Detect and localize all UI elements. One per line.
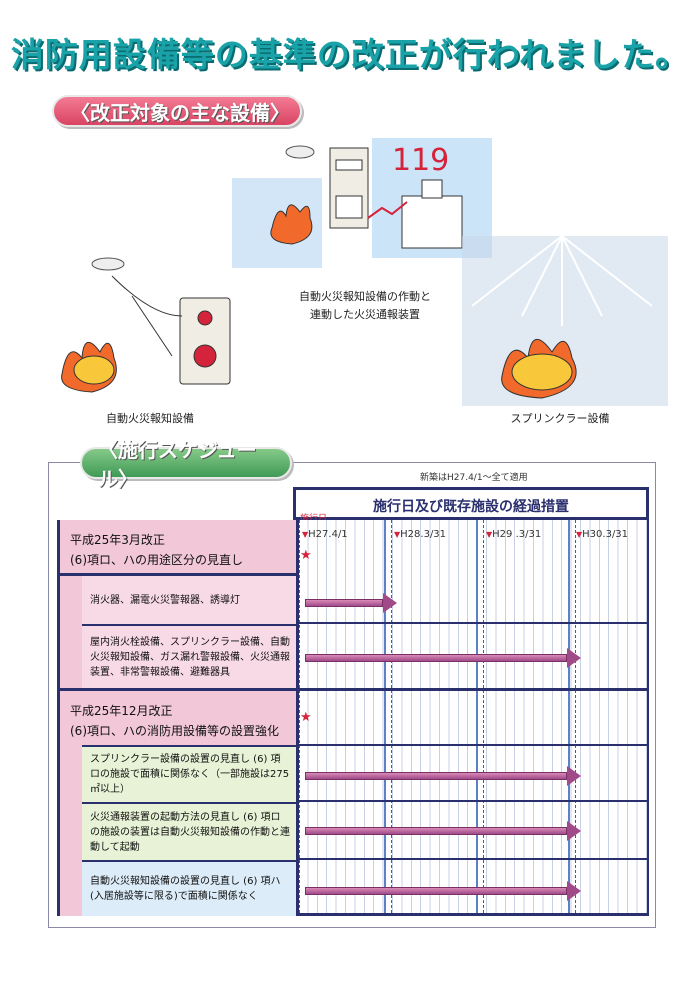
page-title: 消防用設備等の基準の改正が行われました。 xyxy=(10,35,690,74)
schedule-row: スプリンクラー設備の設置の見直し (6) 項ロの施設で面積に関係なく（一部施設は… xyxy=(82,745,296,802)
date-h28: ▼H28.3/31 xyxy=(394,529,447,540)
schedule-header-title: 施行日及び既存施設の経過措置 xyxy=(373,499,569,515)
group2-title: 平成25年12月改正 xyxy=(70,704,173,718)
caption-notification-line2: 連動した火災通報装置 xyxy=(310,308,420,321)
group-header-march: 平成25年3月改正 (6)項ロ、ハの用途区分の見直し xyxy=(60,520,296,576)
schedule-row: 自動火災報知設備の設置の見直し (6) 項ハ(入居施設等に限る)で面積に関係なく xyxy=(82,860,296,916)
group1-subtitle: (6)項ロ、ハの用途区分の見直し xyxy=(70,553,243,567)
date-h27: ▼H27.4/1 xyxy=(302,529,348,540)
group-header-december: 平成25年12月改正 (6)項ロ、ハの消防用設備等の設置強化 xyxy=(60,691,296,745)
caption-fire-alarm: 自動火災報知設備 xyxy=(106,412,194,425)
caption-sprinkler: スプリンクラー設備 xyxy=(510,412,610,425)
caption-notification-line1: 自動火災報知設備の作動と xyxy=(299,290,431,303)
start-star-icon: ★ xyxy=(300,548,312,563)
start-star-icon: ★ xyxy=(300,710,312,725)
schedule-row: 火災通報装置の起動方法の見直し (6) 項ロの施設の装置は自動火災報知設備の作動… xyxy=(82,802,296,860)
group1-title: 平成25年3月改正 xyxy=(70,533,165,547)
fire-alarm-illustration xyxy=(61,257,231,393)
alarm-notification-illustration: 119 xyxy=(232,138,492,268)
period-arrow xyxy=(305,593,397,613)
period-arrow xyxy=(305,648,581,668)
effective-date-label: 施行日 xyxy=(300,514,328,524)
period-arrow xyxy=(305,881,581,901)
schedule-row: 屋内消火栓設備、スプリンクラー設備、自動火災報知設備、ガス漏れ警報設備、火災通報… xyxy=(82,624,296,688)
section-label-equipment: 〈改正対象の主な設備〉 xyxy=(52,95,302,127)
date-h30: ▼H30.3/31 xyxy=(576,529,629,540)
group2-subtitle: (6)項ロ、ハの消防用設備等の設置強化 xyxy=(70,724,279,738)
section-label-schedule: 〈施行スケジュール〉 xyxy=(80,438,292,491)
schedule-header: 施行日及び既存施設の経過措置 施行日 xyxy=(293,487,649,524)
period-arrow xyxy=(305,766,581,786)
timeline-grid: ▼H27.4/1 ▼H28.3/31 ▼H29 .3/31 ▼H30.3/31 … xyxy=(296,520,649,913)
new-build-note: 新築はH27.4/1〜全て適用 xyxy=(420,473,528,483)
period-arrow xyxy=(305,821,581,841)
sign-119: 119 xyxy=(392,143,449,178)
date-h29: ▼H29 .3/31 xyxy=(486,529,542,540)
schedule-table: ▼H27.4/1 ▼H28.3/31 ▼H29 .3/31 ▼H30.3/31 … xyxy=(57,520,649,916)
schedule-row: 消火器、漏電火災警報器、誘導灯 xyxy=(82,576,296,624)
sprinkler-illustration xyxy=(462,236,668,406)
